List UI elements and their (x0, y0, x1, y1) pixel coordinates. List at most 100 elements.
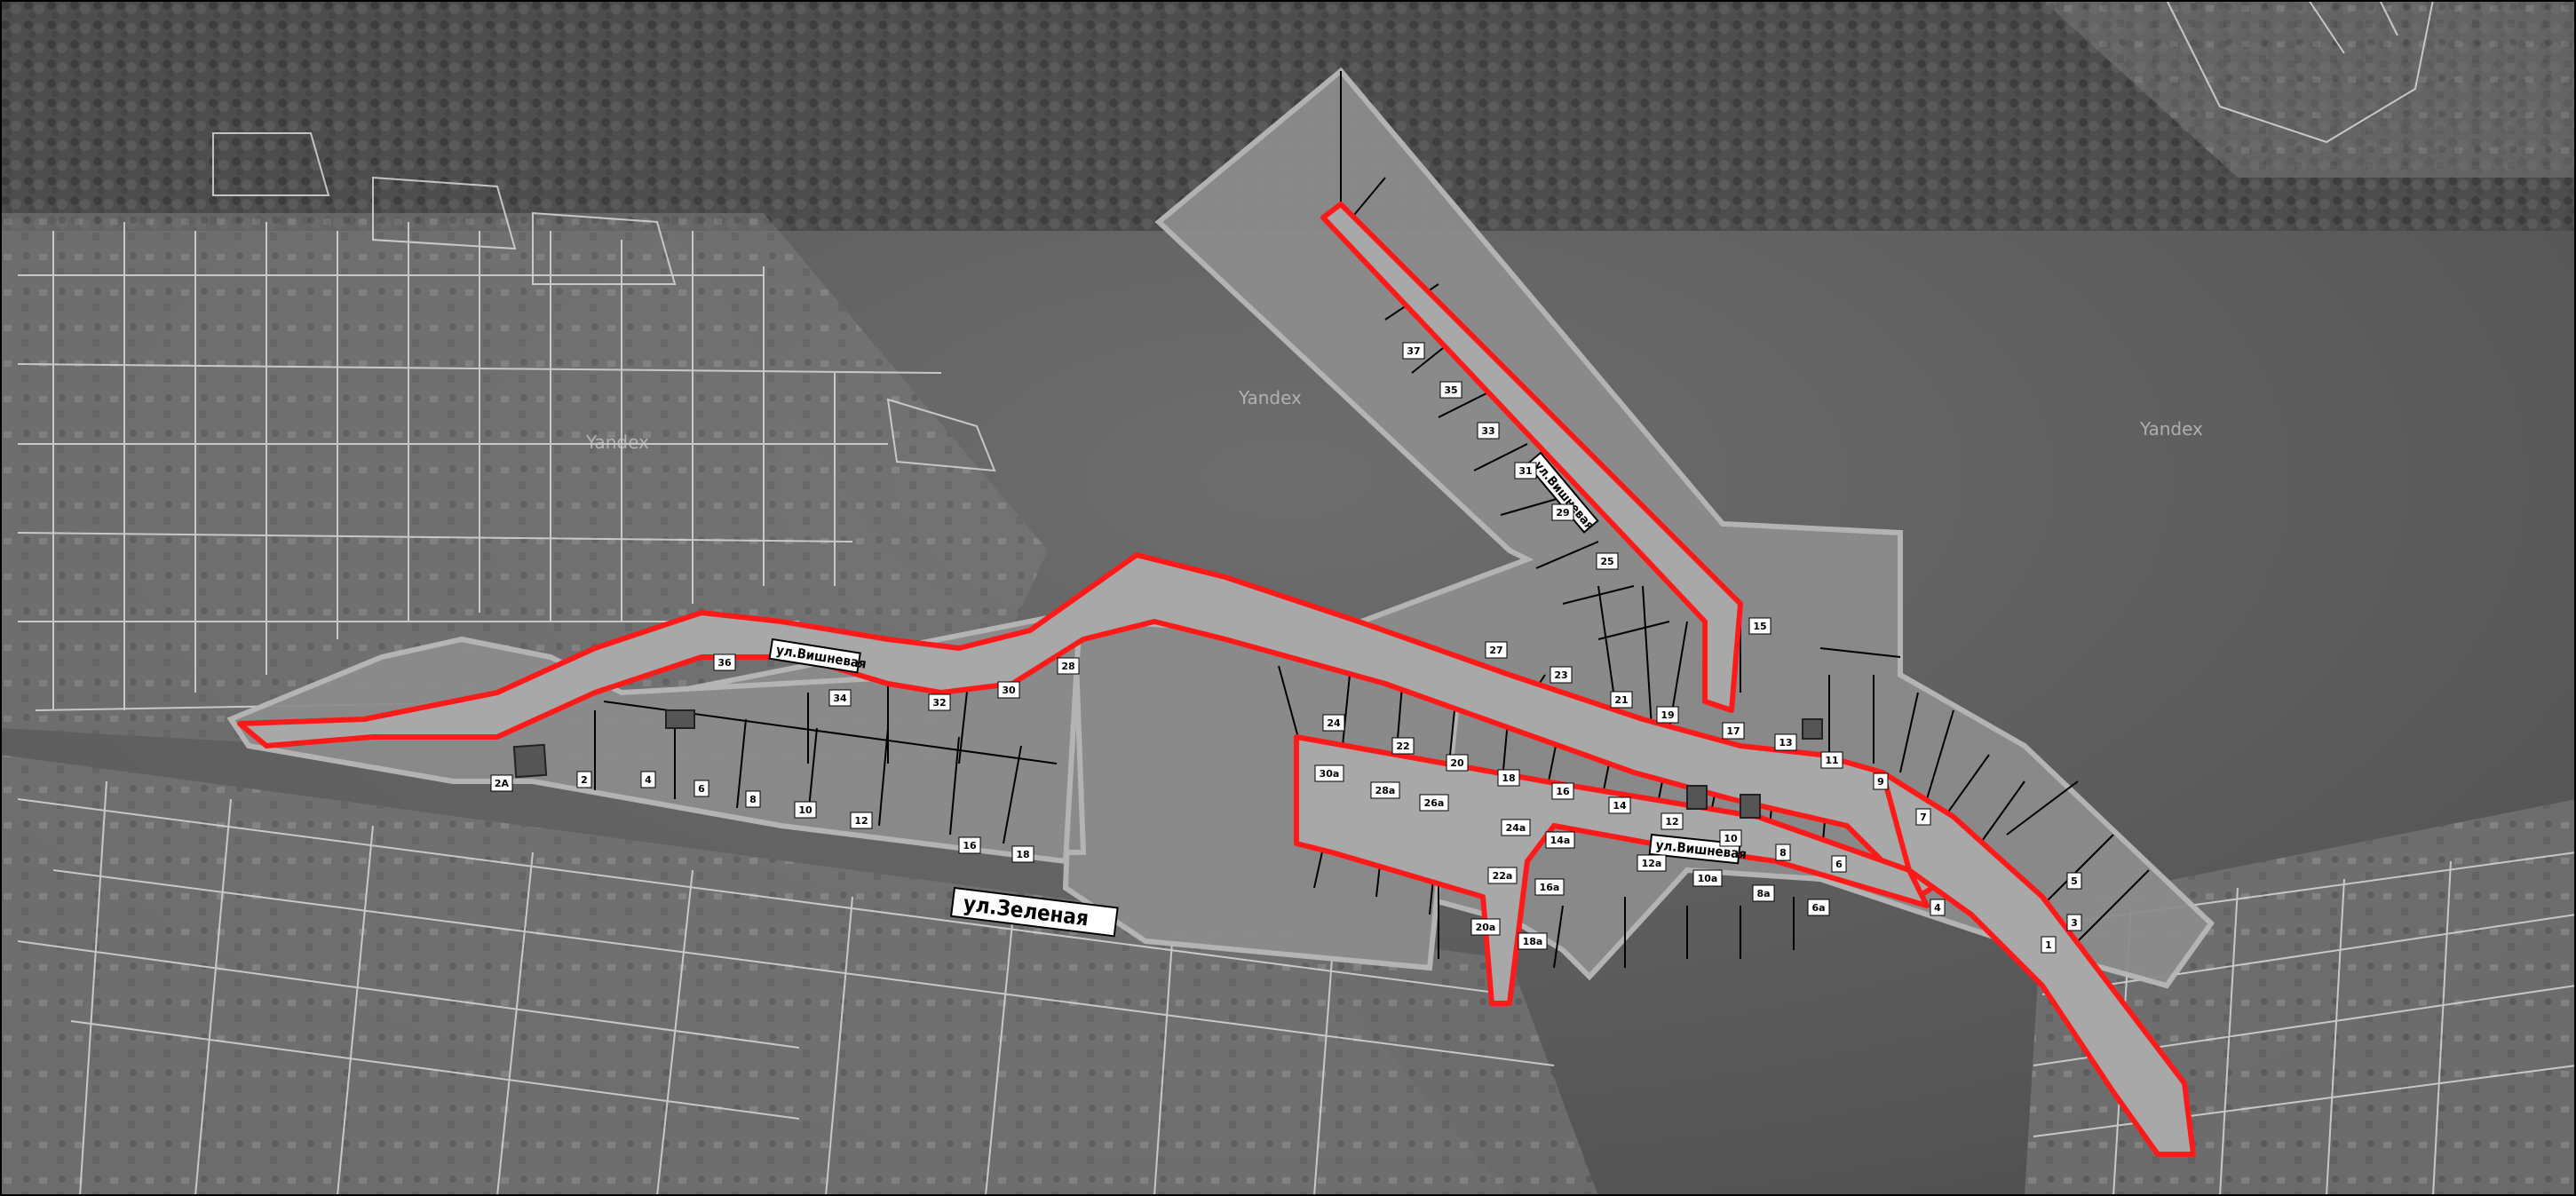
lot-number-box (1722, 722, 1745, 740)
lot-number-box (1545, 831, 1575, 849)
lot-number-box (694, 780, 709, 797)
lot-number: 10а (1692, 869, 1723, 887)
lot-number-text: 21 (1614, 694, 1628, 706)
road-outlines (237, 202, 2196, 1157)
lot-number: 15 (1748, 617, 1771, 635)
lot-number-text: 34 (833, 693, 847, 704)
lot-number: 10 (1719, 829, 1742, 847)
lot-number-box (1930, 899, 1946, 916)
lot-number-text: 6 (698, 783, 705, 795)
lot-number: 12 (850, 812, 873, 829)
lot-number: 4 (1930, 899, 1946, 916)
lot-number-box (1551, 503, 1574, 521)
lot-number-box (1011, 845, 1034, 863)
lot-number-text: 28а (1375, 785, 1396, 796)
lot-number-text: 33 (1481, 425, 1494, 437)
lot-number: 18 (1497, 769, 1520, 787)
lot-number-box (1322, 714, 1345, 732)
lot-number-box (1370, 781, 1400, 799)
lot-number: 11 (1820, 751, 1843, 769)
lot-number-box (2066, 872, 2082, 890)
lot-number-text: 36 (717, 657, 732, 669)
lot-number: 30 (997, 681, 1020, 699)
lot-number-box (1534, 878, 1565, 896)
lot-number: 16 (1551, 782, 1574, 800)
lot-number-text: 23 (1554, 669, 1567, 681)
lot-number-box (1501, 819, 1531, 836)
lot-number: 18 (1011, 845, 1034, 863)
lot-number-text: 17 (1726, 725, 1740, 737)
lot-number-box (1057, 657, 1080, 675)
lot-number-text: 8а (1756, 888, 1770, 899)
lot-number-box (640, 771, 656, 788)
lot-number: 30а (1314, 764, 1344, 782)
lot-number-box (1551, 782, 1574, 800)
lot-number: 28 (1057, 657, 1080, 675)
lot-number: 1 (2041, 936, 2057, 954)
lot-number: 33 (1477, 422, 1500, 440)
lot-number-text: 20 (1450, 757, 1464, 769)
lot-number: 13 (1774, 733, 1797, 751)
lot-number: 5 (2066, 872, 2082, 890)
lot-number-box (928, 693, 951, 711)
lot-number-text: 8 (749, 794, 757, 805)
lot-number-text: 4 (645, 774, 652, 786)
lot-number: 34 (828, 689, 852, 707)
lot-number: 29 (1551, 503, 1574, 521)
lot-number: 16 (958, 836, 981, 854)
watermark-text: Yandex (2139, 418, 2203, 440)
watermark-text: Yandex (585, 432, 649, 453)
lot-number: 31 (1514, 462, 1537, 479)
lot-number: 37 (1402, 342, 1425, 360)
lot-number: 21 (1610, 691, 1633, 709)
lot-number-text: 37 (1407, 345, 1420, 357)
lot-number-text: 14 (1613, 800, 1627, 812)
lot-number-box (1402, 342, 1425, 360)
lot-number: 6 (1831, 855, 1847, 873)
lot-number-box (1608, 796, 1631, 814)
lot-number-box (1470, 918, 1501, 936)
lot-number: 22а (1487, 867, 1518, 884)
lot-number: 27 (1485, 641, 1508, 659)
lot-number-text: 31 (1518, 465, 1532, 477)
lot-number: 20а (1470, 918, 1501, 936)
lot-number-box (1487, 867, 1518, 884)
lot-number-box (1497, 769, 1520, 787)
lot-number-text: 7 (1920, 812, 1927, 823)
lot-number-box (1485, 641, 1508, 659)
lot-number: 8а (1752, 884, 1775, 902)
lot-number-box (576, 771, 592, 788)
lot-number: 36 (713, 653, 736, 671)
lot-number-text: 16 (1556, 786, 1570, 797)
lot-number: 6 (694, 780, 709, 797)
lot-number: 10 (794, 801, 817, 819)
lot-number-text: 15 (1753, 621, 1766, 632)
lot-number-text: 13 (1779, 737, 1792, 748)
lot-number-box (1477, 422, 1500, 440)
lot-number-text: 3 (2071, 917, 2078, 929)
lot-number: 22 (1391, 737, 1415, 755)
lot-number-text: 9 (1877, 776, 1884, 788)
lot-number-text: 6 (1835, 859, 1843, 870)
lot-number-text: 32 (932, 697, 946, 709)
lot-number-box (1692, 869, 1723, 887)
lot-number-box (850, 812, 873, 829)
lot-number-box (1775, 844, 1791, 861)
lot-number-box (828, 689, 852, 707)
lot-number-box (1656, 706, 1679, 724)
lot-number-text: 28 (1061, 661, 1074, 672)
lot-number-text: 16а (1540, 882, 1560, 893)
lot-number-text: 25 (1600, 556, 1613, 567)
lot-number-box (1752, 884, 1775, 902)
lot-number-text: 22 (1396, 741, 1409, 752)
lot-number-text: 10а (1698, 873, 1718, 884)
lot-number-box (1518, 932, 1548, 950)
lot-number-box (1446, 754, 1469, 772)
lot-number-box (794, 801, 817, 819)
lot-number-text: 6а (1811, 902, 1825, 914)
lot-number-text: 30 (1002, 685, 1016, 696)
buildings (512, 709, 1823, 819)
lot-number-text: 12 (1665, 816, 1678, 828)
